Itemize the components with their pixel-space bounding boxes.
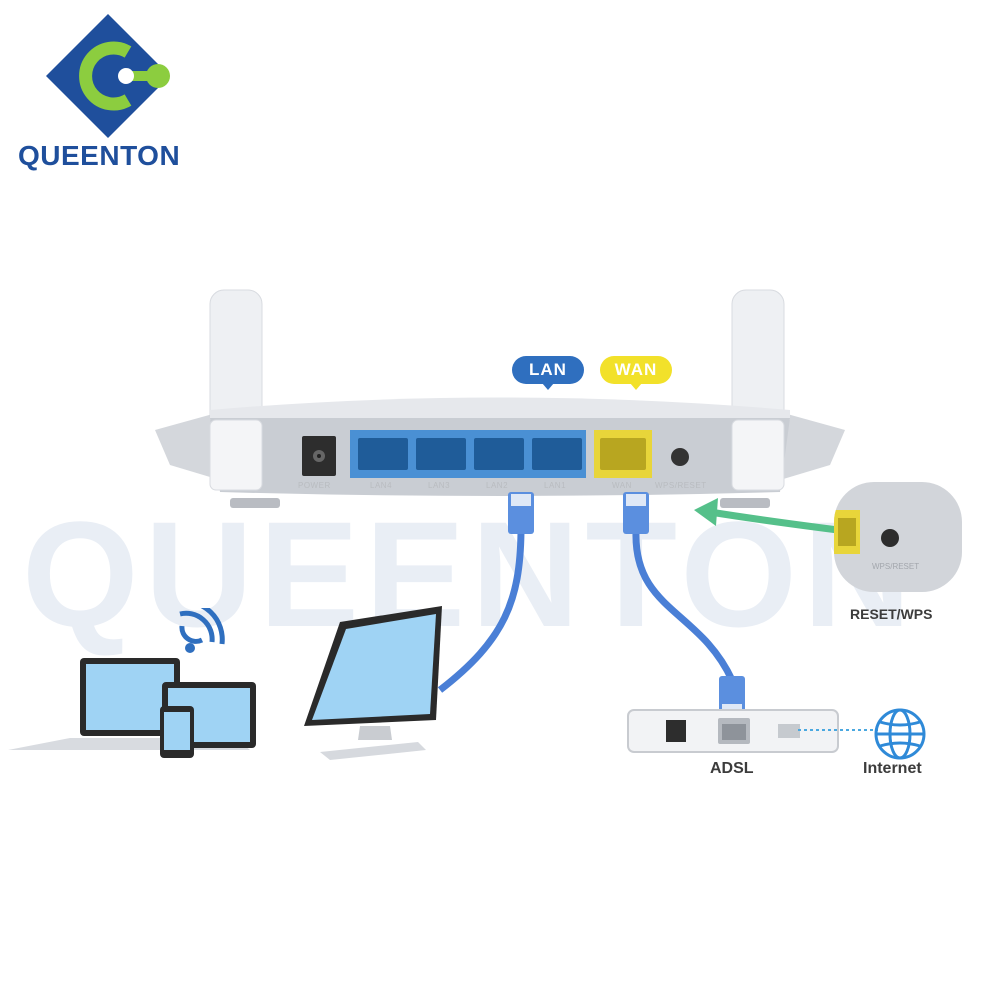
lan-badge: LAN	[512, 356, 584, 390]
router-icon	[155, 289, 845, 508]
port-label-lan1: LAN1	[544, 481, 567, 490]
wifi-signal-icon	[179, 608, 225, 653]
port-label-wan: WAN	[612, 481, 632, 490]
wireless-devices	[8, 608, 256, 758]
adsl-modem-icon	[627, 709, 839, 753]
logo-mark	[46, 14, 170, 138]
callout-inset-label: WPS/RESET	[872, 562, 920, 571]
laptop-icon	[8, 658, 250, 750]
port-label-lan3: LAN3	[428, 481, 451, 490]
ethernet-plug-icon	[508, 492, 534, 534]
reset-button-callout	[834, 482, 962, 592]
brand-name: QUEENTON	[18, 140, 181, 171]
adsl-label: ADSL	[710, 760, 754, 777]
port-label-wps-reset: WPS/RESET	[655, 481, 707, 490]
port-label-power: POWER	[298, 481, 331, 490]
phone-line	[798, 729, 878, 731]
internet-label: Internet	[863, 760, 922, 777]
phone-icon	[160, 706, 194, 758]
globe-icon	[874, 708, 926, 760]
reset-wps-caption: RESET/WPS	[850, 606, 933, 622]
monitor-icon	[304, 606, 442, 760]
wan-badge: WAN	[600, 356, 672, 390]
port-label-lan2: LAN2	[486, 481, 509, 490]
port-label-lan4: LAN4	[370, 481, 393, 490]
